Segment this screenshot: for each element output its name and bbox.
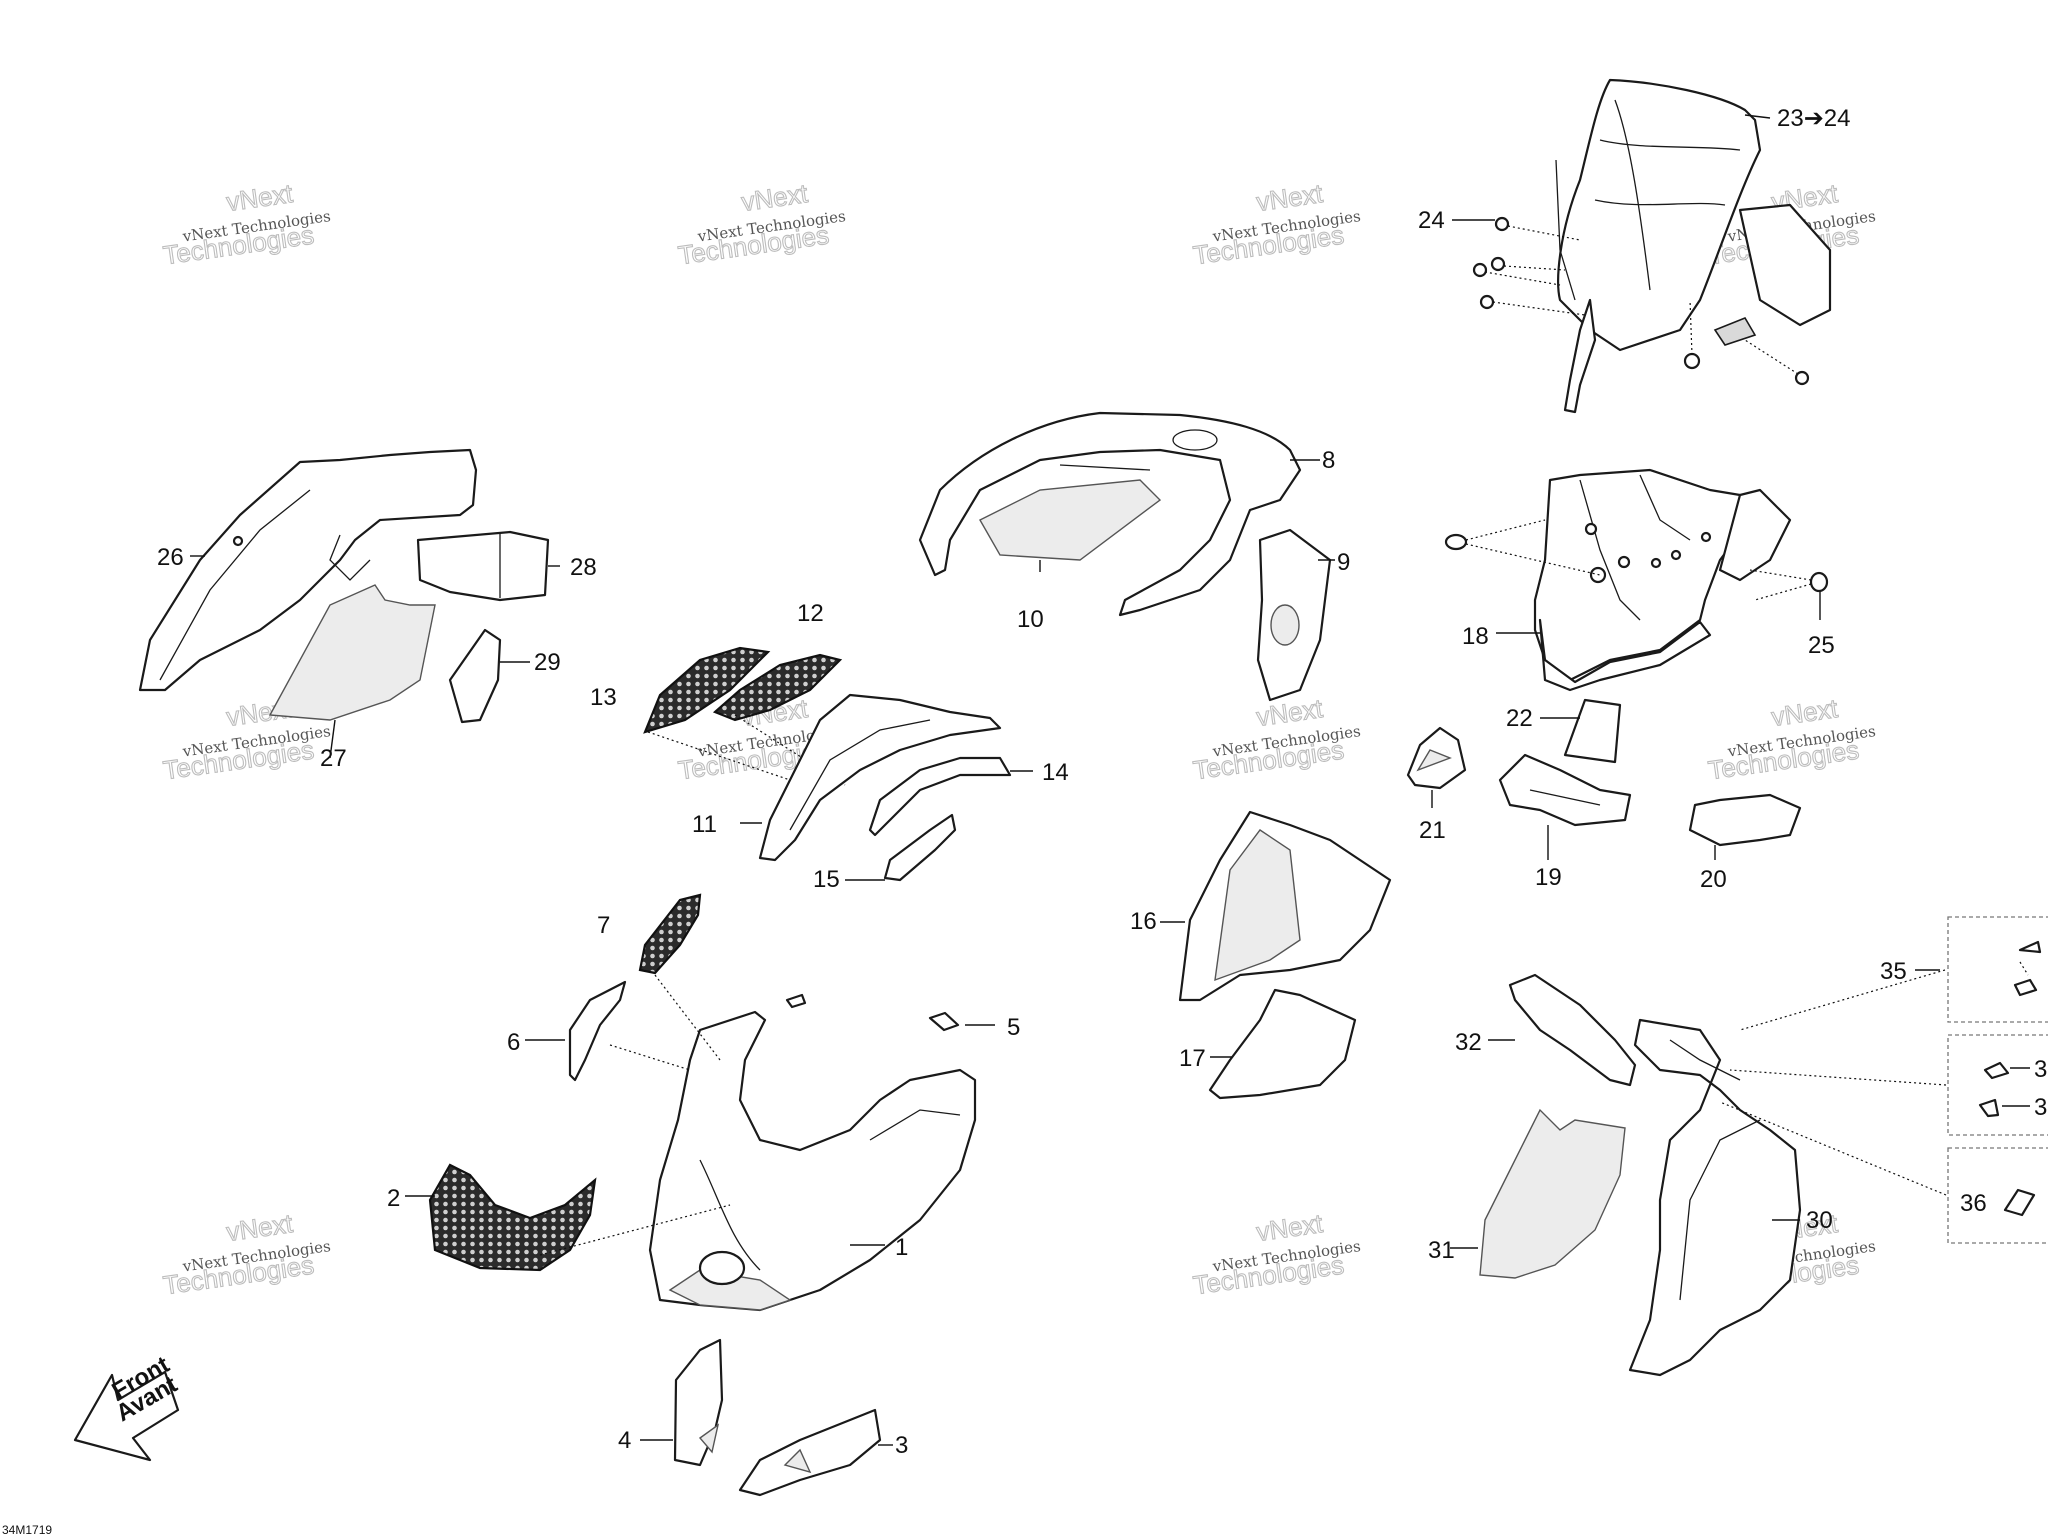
- side-panel-part: [1256, 528, 1335, 702]
- callout-29: 29: [534, 649, 561, 676]
- svg-text:vNext: vNext: [1255, 1208, 1326, 1247]
- callout-25: 25: [1808, 632, 1835, 659]
- callout-19: 19: [1535, 864, 1562, 891]
- callout-3: 3: [895, 1432, 908, 1459]
- center-panels-part: [1160, 698, 1802, 1100]
- callout-14: 14: [1042, 759, 1069, 786]
- screw-icon: [1494, 216, 1510, 232]
- callout-15: 15: [813, 866, 840, 893]
- watermark-tile: Technologies vNext vNext Technologies: [161, 1207, 332, 1300]
- hardware-box-36: [1719, 1101, 2048, 1244]
- front-upper-cowl-part: [643, 646, 1033, 882]
- watermark-tile: Technologies vNext vNext Technologies: [1191, 1207, 1362, 1300]
- vent-mesh-13: [643, 646, 771, 734]
- left-side-panel-part: [138, 448, 560, 759]
- callout-22: 22: [1506, 705, 1533, 732]
- svg-text:vNext: vNext: [225, 1208, 296, 1247]
- reference-code: 34M1719: [2, 1523, 52, 1536]
- windshield-part: [1452, 78, 1832, 414]
- callout-7: 7: [597, 912, 610, 939]
- hardware-box-35: [1739, 916, 2048, 1031]
- screw-icon: [1794, 370, 1810, 386]
- svg-text:vNext: vNext: [740, 178, 811, 217]
- callout-5: 5: [1007, 1014, 1020, 1041]
- vent-mesh-12: [712, 653, 843, 722]
- svg-text:vNext: vNext: [1255, 178, 1326, 217]
- grommet-icon: [1444, 533, 1468, 551]
- watermark-tile: Technologies vNext vNext Technologies: [1706, 692, 1877, 785]
- callout-8: 8: [1322, 447, 1335, 474]
- callout-24: 24: [1418, 207, 1445, 234]
- callout-31: 31: [1428, 1237, 1455, 1264]
- callout-34: 3: [2034, 1094, 2047, 1121]
- headlight-housing-part: [1444, 468, 1829, 692]
- callout-35: 35: [1880, 958, 1907, 985]
- callout-30: 30: [1806, 1207, 1833, 1234]
- callout-33: 3: [2034, 1056, 2047, 1083]
- callout-17: 17: [1179, 1045, 1206, 1072]
- svg-text:vNext: vNext: [225, 178, 296, 217]
- svg-text:vNext: vNext: [1770, 693, 1841, 732]
- callout-1: 1: [895, 1234, 908, 1261]
- callout-13: 13: [590, 684, 617, 711]
- callout-32: 32: [1455, 1029, 1482, 1056]
- callout-36: 36: [1960, 1190, 1987, 1217]
- callout-18: 18: [1462, 623, 1489, 650]
- callout-labels: 1 2 3 4 5 6 7 8 9 10 11 12 13 14 15 16 1…: [157, 105, 2047, 1459]
- callout-10: 10: [1017, 606, 1044, 633]
- upper-console-part: [918, 411, 1320, 617]
- right-side-panel-part: [1450, 973, 1802, 1377]
- screw-icon: [1683, 352, 1701, 370]
- watermark-tile: Technologies vNext vNext Technologies: [1191, 692, 1362, 785]
- callout-4: 4: [618, 1427, 631, 1454]
- screw-icon: [1472, 262, 1488, 278]
- callout-11: 11: [692, 811, 717, 838]
- watermark-tile: Technologies vNext vNext Technologies: [1191, 177, 1362, 270]
- callout-16: 16: [1130, 908, 1157, 935]
- callout-26: 26: [157, 544, 184, 571]
- screw-icon: [1479, 294, 1495, 310]
- front-direction-arrow: Front Avant: [73, 1351, 182, 1462]
- callout-27: 27: [320, 745, 347, 772]
- front-nose-part: [405, 893, 995, 1497]
- callout-9: 9: [1337, 549, 1350, 576]
- callout-6: 6: [507, 1029, 520, 1056]
- grommet-icon: [1809, 571, 1829, 593]
- hardware-box-33-34: [1729, 1034, 2048, 1136]
- callout-12: 12: [797, 600, 824, 627]
- callout-20: 20: [1700, 866, 1727, 893]
- callout-28: 28: [570, 554, 597, 581]
- callout-2: 2: [387, 1185, 400, 1212]
- screw-icon: [1490, 256, 1506, 272]
- watermark-tile: Technologies vNext vNext Technologies: [161, 177, 332, 270]
- callout-21: 21: [1419, 817, 1446, 844]
- svg-text:vNext: vNext: [1255, 693, 1326, 732]
- callout-23-24: 23➔24: [1777, 105, 1851, 132]
- watermark-tile: Technologies vNext vNext Technologies: [676, 177, 847, 270]
